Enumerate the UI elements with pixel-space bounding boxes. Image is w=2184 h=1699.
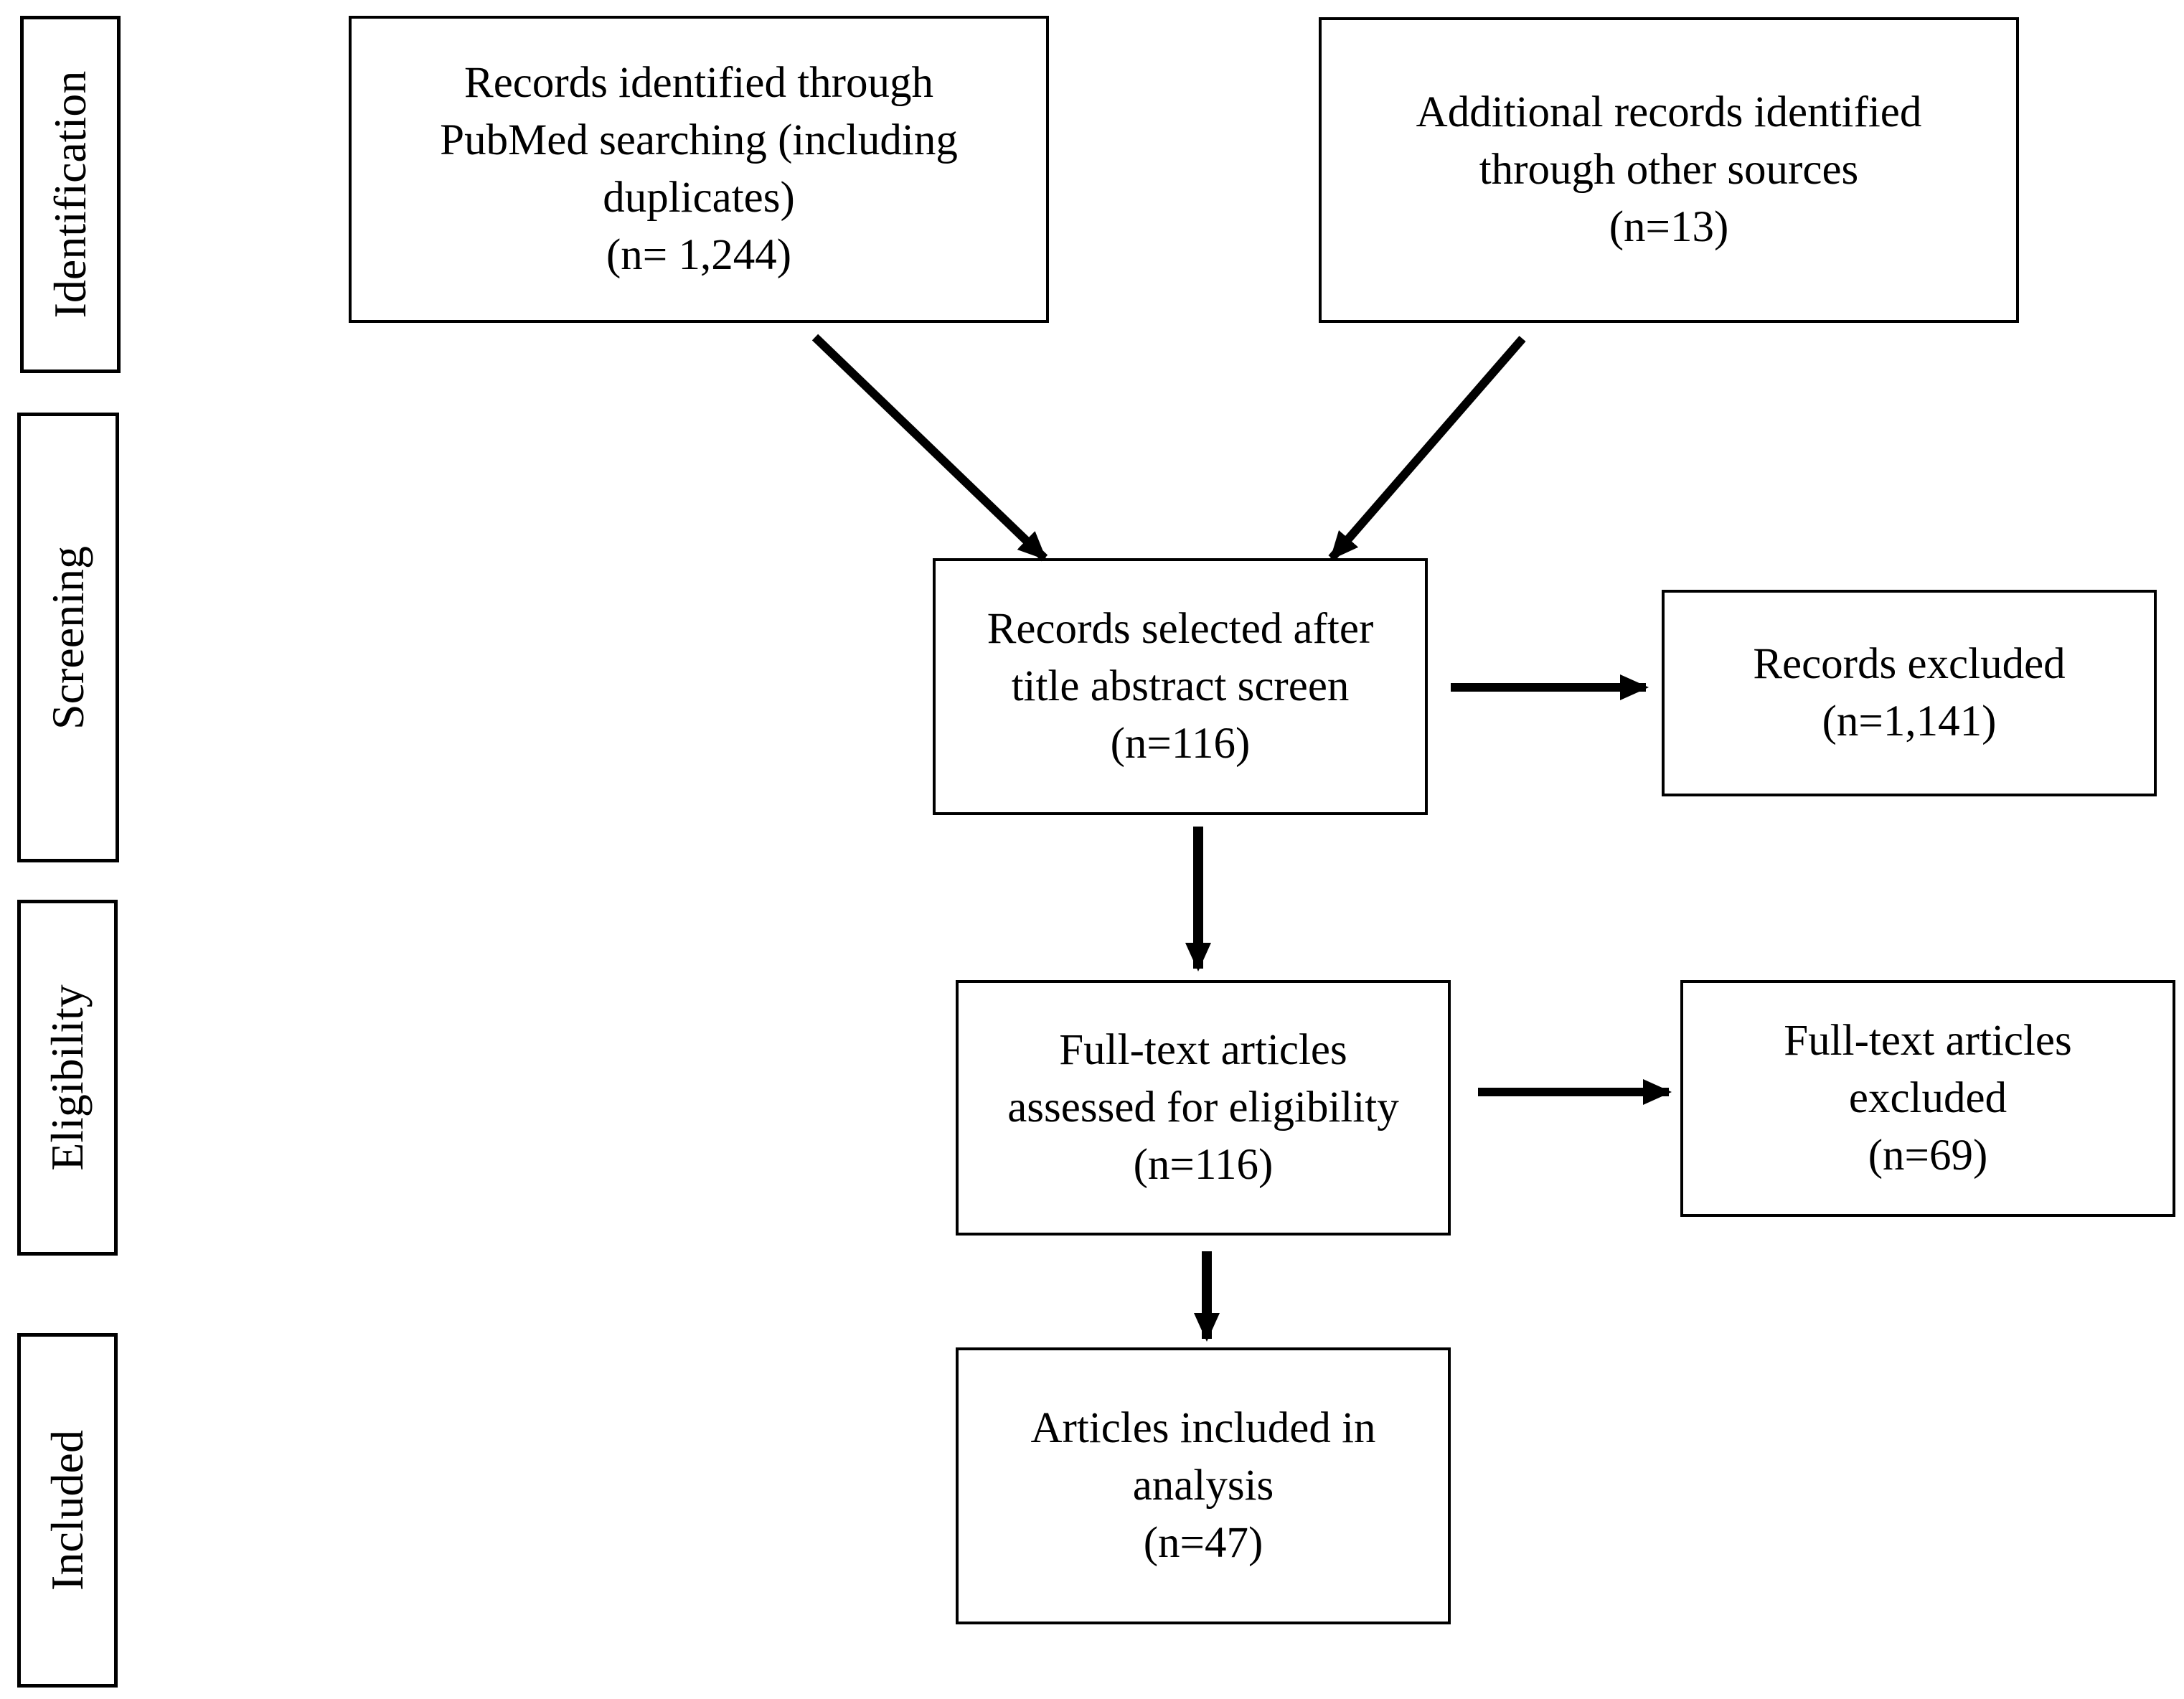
box-count: (n=116) [1133, 1141, 1274, 1189]
box-text-line: title abstract screen [1011, 662, 1350, 710]
box-text-line: Records identified through [464, 59, 933, 107]
box-text-line: Additional records identified [1416, 88, 1922, 136]
pubmed-records-box: Records identified through PubMed search… [349, 16, 1049, 323]
box-count: (n=69) [1868, 1131, 1988, 1180]
box-text-line: Full-text articles [1059, 1026, 1347, 1074]
box-text-line: excluded [1848, 1074, 2008, 1122]
box-text-line: Full-text articles [1784, 1017, 2072, 1065]
box-text-line: through other sources [1479, 146, 1859, 194]
box-text-line: Records excluded [1753, 640, 2066, 688]
stage-identification: Identification [20, 16, 121, 373]
arrow-other-to-screen [1328, 336, 1526, 561]
box-count: (n=47) [1143, 1519, 1263, 1567]
title-abstract-screen-box: Records selected after title abstract sc… [933, 558, 1428, 815]
box-text-line: duplicates) [603, 174, 795, 222]
full-text-excluded-box: Full-text articles excluded (n=69) [1680, 980, 2175, 1217]
box-count: (n=116) [1110, 720, 1251, 768]
box-count: (n= 1,244) [606, 231, 792, 279]
box-count: (n=1,141) [1822, 697, 1997, 745]
records-excluded-box: Records excluded (n=1,141) [1662, 590, 2157, 796]
arrow-pubmed-to-screen [811, 334, 1048, 562]
box-text-line: analysis [1132, 1462, 1274, 1510]
included-in-analysis-box: Articles included in analysis (n=47) [956, 1347, 1451, 1624]
box-text-line: Articles included in [1030, 1404, 1376, 1452]
box-text-line: assessed for eligibility [1007, 1083, 1399, 1131]
stage-eligibility: Eligibility [17, 900, 118, 1256]
box-text-line: PubMed searching (including [440, 116, 958, 164]
full-text-assessed-box: Full-text articles assessed for eligibil… [956, 980, 1451, 1236]
box-count: (n=13) [1609, 203, 1729, 251]
box-text-line: Records selected after [987, 605, 1374, 653]
other-sources-box: Additional records identified through ot… [1319, 17, 2019, 323]
stage-included: Included [17, 1333, 118, 1688]
stage-screening: Screening [17, 413, 119, 862]
